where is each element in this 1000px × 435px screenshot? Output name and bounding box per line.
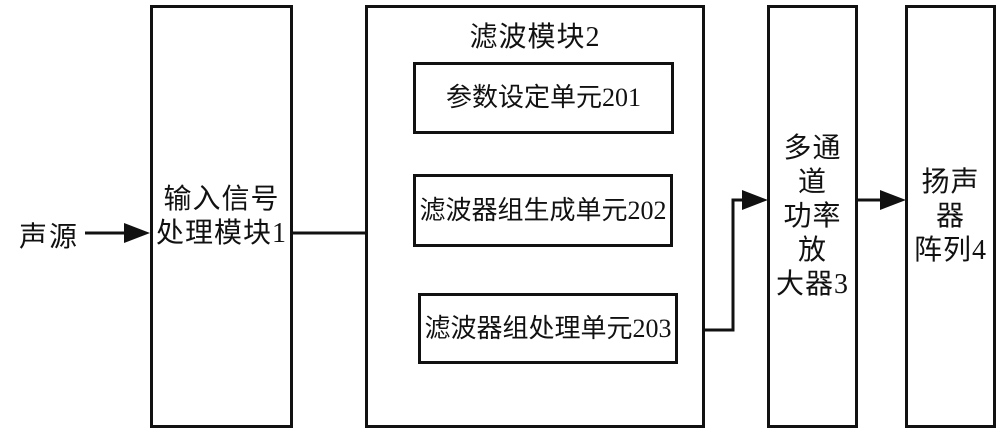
unit201-box: 参数设定单元201 xyxy=(413,62,674,134)
unit202-box: 滤波器组生成单元202 xyxy=(413,174,673,247)
filter-module-title: 滤波模块2 xyxy=(469,22,601,53)
speaker-box: 扬声器 阵列4 xyxy=(905,5,996,428)
arrow-amplifier-to-speaker xyxy=(856,190,906,210)
unit203-box: 滤波器组处理单元203 xyxy=(418,293,678,364)
arrow-source-to-module1 xyxy=(85,223,150,243)
speaker-label: 扬声器 阵列4 xyxy=(913,166,987,266)
amplifier-box: 多通道 功率放 大器3 xyxy=(767,5,858,428)
unit202-label: 滤波器组生成单元202 xyxy=(419,195,667,225)
source-label-text: 声源 xyxy=(18,222,79,253)
unit201-label: 参数设定单元201 xyxy=(445,83,641,112)
source-label: 声源 xyxy=(8,208,90,262)
module1-label: 输入信号 处理模块1 xyxy=(155,183,287,249)
unit203-label: 滤波器组处理单元203 xyxy=(424,313,672,343)
amplifier-label: 多通道 功率放 大器3 xyxy=(775,132,849,300)
arrow-unit203-to-amplifier xyxy=(675,190,768,332)
module1-box: 输入信号 处理模块1 xyxy=(150,5,293,428)
